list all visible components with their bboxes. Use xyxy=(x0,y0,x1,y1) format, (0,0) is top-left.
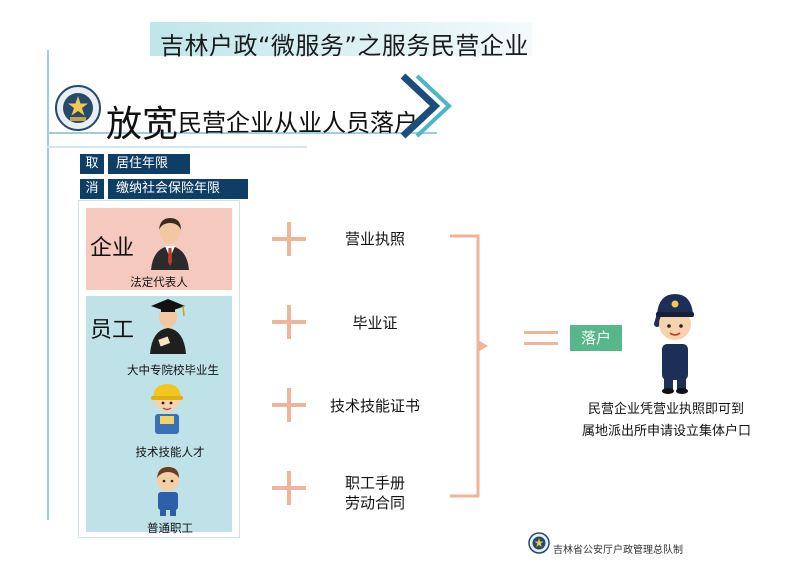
cancel-mark-1: 取 xyxy=(80,154,104,174)
police-emblem-icon xyxy=(55,85,101,131)
caption-skilled-talent: 技术技能人才 xyxy=(135,445,205,459)
plus-icon xyxy=(272,471,306,505)
doc-labor-contract: 劳动合同 xyxy=(344,494,405,512)
plus-icon xyxy=(272,388,306,422)
plus-icon xyxy=(272,222,306,256)
cancel-mark-2: 消 xyxy=(80,179,104,199)
caption-legal-rep: 法定代表人 xyxy=(130,275,188,289)
bracket-connector xyxy=(450,234,488,498)
equals-icon xyxy=(524,331,558,345)
caption-graduate: 大中专院校毕业生 xyxy=(127,363,219,377)
header-underline xyxy=(47,132,437,134)
page-title: 吉林户政“微服务”之服务民营企业 xyxy=(160,32,529,60)
left-divider-line xyxy=(47,50,49,520)
graduate-figure xyxy=(150,299,186,354)
cancelled-item-insurance: 缴纳社会保险年限 xyxy=(108,179,248,199)
header-underline-secondary xyxy=(47,146,307,148)
doc-diploma: 毕业证 xyxy=(352,314,398,332)
result-note-line2: 属地派出所申请设立集体户口 xyxy=(582,424,752,439)
police-emblem-icon xyxy=(528,532,550,554)
title-banner xyxy=(150,22,532,56)
headline-subject: 民营企业从业人员落户 xyxy=(178,109,418,137)
category-label-corp: 企业 xyxy=(90,236,135,261)
ordinary-worker-figure xyxy=(157,467,179,516)
plus-icon xyxy=(272,305,306,339)
category-label-emp: 员工 xyxy=(90,318,135,343)
chevron-right-icon xyxy=(400,73,452,139)
footer-org: 吉林省公安厅户政管理总队制 xyxy=(553,545,683,556)
result-note-line1: 民营企业凭营业执照即可到 xyxy=(588,402,745,417)
caption-ordinary-worker: 普通职工 xyxy=(147,521,193,535)
police-officer-figure xyxy=(654,294,694,394)
doc-skill-certificate: 技术技能证书 xyxy=(329,397,420,415)
headline-emphasis: 放宽 xyxy=(106,104,179,145)
cancelled-item-residence: 居住年限 xyxy=(108,154,190,174)
hardhat-worker-figure xyxy=(151,384,183,434)
doc-employee-handbook: 职工手册 xyxy=(344,474,405,492)
result-badge: 落户 xyxy=(570,325,622,351)
corp-box xyxy=(86,208,232,290)
doc-business-license: 营业执照 xyxy=(344,230,405,248)
businessman-figure xyxy=(151,218,189,270)
